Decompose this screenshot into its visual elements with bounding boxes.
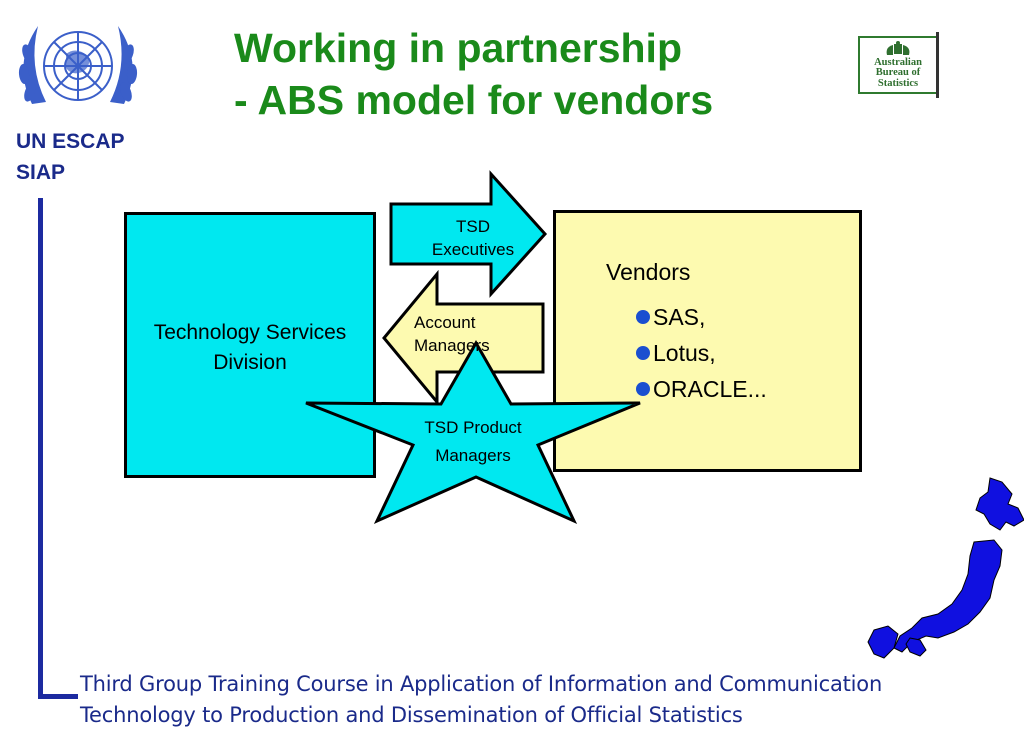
tsd-executives-line-2: Executives bbox=[431, 240, 515, 259]
japan-map-icon bbox=[867, 477, 1024, 659]
tsd-product-managers-line-1: TSD Product bbox=[424, 418, 522, 437]
abs-logo-line-1: Australian bbox=[874, 56, 922, 68]
tsd-division-box bbox=[124, 212, 376, 478]
left-bracket-vertical bbox=[38, 198, 43, 697]
footer-line-1: Third Group Training Course in Applicati… bbox=[80, 672, 883, 696]
tsd-product-managers-label: TSD Product Managers bbox=[398, 414, 548, 470]
vendors-title: Vendors bbox=[606, 259, 691, 285]
account-managers-line-1: Account bbox=[414, 313, 476, 332]
vendor-item-label: Lotus, bbox=[653, 340, 716, 366]
vendors-list: SAS, Lotus, ORACLE... bbox=[636, 299, 767, 407]
organization-name: UN ESCAP SIAP bbox=[16, 126, 125, 188]
title-line-1: Working in partnership bbox=[234, 25, 682, 71]
vendor-item-label: ORACLE... bbox=[653, 376, 767, 402]
vendors-box bbox=[553, 210, 862, 472]
abs-logo-divider bbox=[936, 32, 939, 98]
footer-line-2: Technology to Production and Disseminati… bbox=[80, 703, 743, 727]
un-emblem-icon bbox=[18, 26, 138, 104]
abs-crest-icon bbox=[886, 40, 910, 55]
vendor-item-label: SAS, bbox=[653, 304, 706, 330]
slide-title: Working in partnership - ABS model for v… bbox=[234, 22, 713, 126]
vendor-item: ORACLE... bbox=[636, 371, 767, 407]
account-managers-label: Account Managers bbox=[404, 311, 524, 357]
tsd-executives-line-1: TSD bbox=[456, 217, 490, 236]
abs-logo: Australian Bureau of Statistics bbox=[858, 36, 938, 94]
account-managers-arrow bbox=[382, 269, 545, 407]
tsd-executives-label: TSD Executives bbox=[408, 215, 538, 261]
tsd-executives-arrow bbox=[389, 170, 548, 298]
bullet-icon bbox=[636, 310, 650, 324]
vendor-item: Lotus, bbox=[636, 335, 767, 371]
tsd-product-managers-star bbox=[305, 339, 641, 525]
account-managers-line-2: Managers bbox=[414, 336, 490, 355]
vendor-item: SAS, bbox=[636, 299, 767, 335]
tsd-division-label: Technology Services Division bbox=[153, 321, 347, 374]
org-line-2: SIAP bbox=[16, 161, 66, 184]
bullet-icon bbox=[636, 346, 650, 360]
left-bracket-horizontal bbox=[38, 694, 78, 699]
abs-logo-line-2: Bureau of bbox=[875, 67, 921, 78]
footer-text: Third Group Training Course in Applicati… bbox=[80, 669, 882, 731]
org-line-1: UN ESCAP bbox=[16, 130, 125, 153]
bullet-icon bbox=[636, 382, 650, 396]
tsd-product-managers-line-2: Managers bbox=[435, 446, 511, 465]
title-line-2: - ABS model for vendors bbox=[234, 77, 714, 123]
abs-logo-line-3: Statistics bbox=[877, 77, 919, 89]
